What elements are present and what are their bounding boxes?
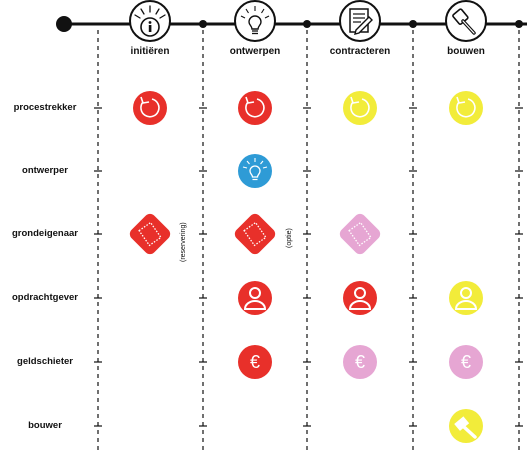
cell-geldschieter-contracteren: € xyxy=(343,345,377,379)
phase-label-ontwerpen: ontwerpen xyxy=(229,46,281,57)
cell-badge xyxy=(343,345,377,379)
euro-icon: € xyxy=(250,352,260,372)
hammer-icon xyxy=(454,416,477,439)
phase-icon-ontwerpen xyxy=(234,0,276,42)
svg-text:€: € xyxy=(355,352,365,372)
cycle-arrow-icon xyxy=(245,96,265,118)
cell-opdrachtgever-ontwerpen xyxy=(238,281,272,315)
phase-icon-initiëren xyxy=(129,0,171,42)
person-icon xyxy=(243,287,267,310)
cell-procestrekker-bouwen xyxy=(449,91,483,125)
cycle-arrow-icon xyxy=(456,96,476,118)
role-label-ontwerper: ontwerper xyxy=(22,165,68,176)
timeline-start-dot xyxy=(56,16,72,32)
cell-procestrekker-initiëren xyxy=(133,91,167,125)
cell-procestrekker-contracteren xyxy=(343,91,377,125)
role-label-procestrekker: procestrekker xyxy=(13,102,77,113)
phase-label-bouwen: bouwen xyxy=(447,46,485,57)
cell-badge xyxy=(238,154,272,188)
svg-text:€: € xyxy=(461,352,471,372)
cell-grondeigenaar-initiëren xyxy=(129,213,171,255)
land-plot-icon xyxy=(138,221,162,247)
cell-badge xyxy=(234,213,276,255)
cell-badge xyxy=(339,213,381,255)
cell-ontwerper-ontwerpen xyxy=(238,154,272,188)
phase-icon-bouwen xyxy=(445,0,487,42)
cell-geldschieter-ontwerpen: € xyxy=(238,345,272,379)
role-label-bouwer: bouwer xyxy=(28,420,62,431)
euro-icon: € xyxy=(355,352,365,372)
person-icon xyxy=(454,287,478,310)
timeline-dot xyxy=(303,20,311,28)
role-label-geldschieter: geldschieter xyxy=(17,356,73,367)
timeline-dot xyxy=(409,20,417,28)
role-label-opdrachtgever: opdrachtgever xyxy=(12,292,78,303)
cell-badge xyxy=(133,91,167,125)
cell-badge xyxy=(449,345,483,379)
cycle-arrow-icon xyxy=(140,96,160,118)
cell-badge xyxy=(343,91,377,125)
column-separators xyxy=(97,30,520,454)
cell-procestrekker-ontwerpen xyxy=(238,91,272,125)
cell-bouwer-bouwen xyxy=(449,409,483,443)
cell-grondeigenaar-contracteren xyxy=(339,213,381,255)
person-icon xyxy=(348,287,372,310)
cell-badge xyxy=(129,213,171,255)
land-plot-icon xyxy=(243,221,267,247)
cell-grondeigenaar-ontwerpen xyxy=(234,213,276,255)
cell-badge xyxy=(449,409,483,443)
cell-badge xyxy=(238,345,272,379)
cell-badge xyxy=(238,91,272,125)
land-plot-icon xyxy=(348,221,372,247)
phase-label-contracteren: contracteren xyxy=(329,46,391,57)
timeline-dot xyxy=(515,20,523,28)
euro-icon: € xyxy=(461,352,471,372)
role-label-grondeigenaar: grondeigenaar xyxy=(12,228,78,239)
phase-label-initieren: initiëren xyxy=(130,46,170,57)
phase-icon-contracteren xyxy=(339,0,381,42)
cell-geldschieter-bouwen: € xyxy=(449,345,483,379)
cell-opdrachtgever-contracteren xyxy=(343,281,377,315)
cell-badge xyxy=(449,91,483,125)
cell-opdrachtgever-bouwen xyxy=(449,281,483,315)
row-ticks xyxy=(94,107,523,427)
timeline-dot xyxy=(199,20,207,28)
svg-text:€: € xyxy=(250,352,260,372)
lightbulb-icon xyxy=(242,158,268,181)
cycle-arrow-icon xyxy=(350,96,370,118)
